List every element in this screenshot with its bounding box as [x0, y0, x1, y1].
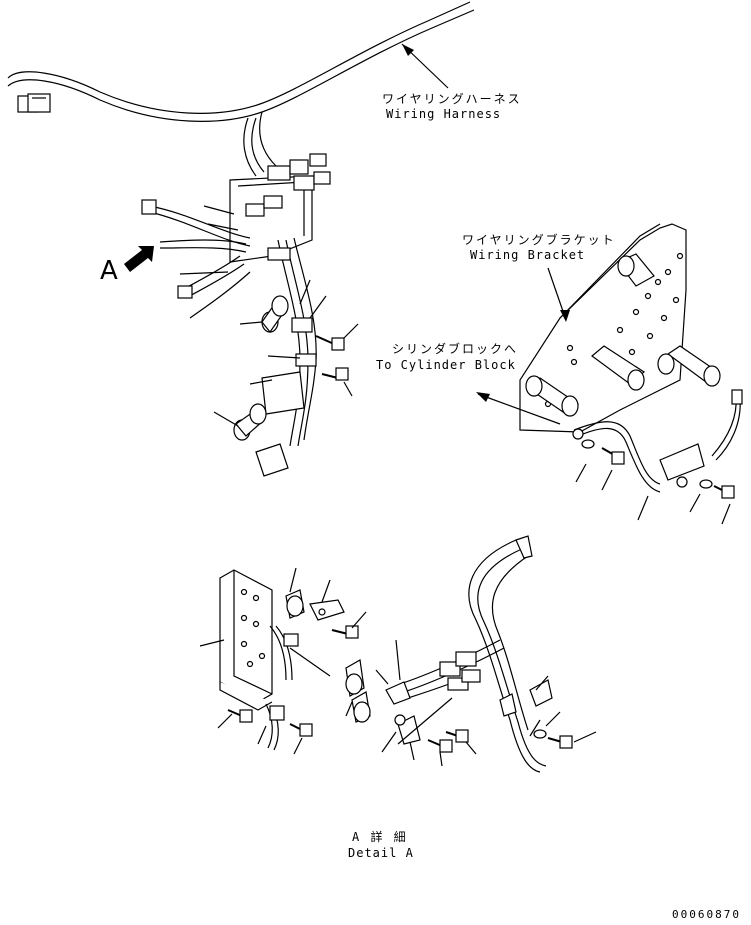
cylinder-label-jp: シリンダブロックへ — [392, 342, 519, 356]
detail-bolt-4 — [427, 739, 453, 753]
detail-bolt-6 — [547, 735, 573, 749]
spacer-upper — [261, 295, 289, 334]
bracket-label-en: Wiring Bracket — [470, 248, 586, 262]
detail-spacer-3 — [351, 691, 371, 723]
left-connector — [17, 93, 51, 113]
drawing-number: 00060870 — [672, 908, 741, 921]
spacer-lower — [233, 403, 267, 441]
wiring-bracket — [519, 223, 743, 525]
stud-top — [617, 253, 655, 287]
detail-spacer-2 — [345, 659, 365, 697]
detail-bolt-1 — [331, 625, 359, 639]
cylinder-label-en: To Cylinder Block — [376, 358, 516, 372]
detail-bolt-5 — [445, 729, 469, 743]
bolt-right-1 — [601, 447, 625, 465]
wiring-harness-main — [7, 1, 475, 177]
harness-label-jp: ワイヤリングハーネス — [382, 92, 522, 106]
harness-assembly — [141, 153, 359, 477]
washer-right — [581, 439, 595, 449]
stud-right — [657, 345, 721, 387]
bolt-right-2 — [713, 485, 735, 499]
stud-mid — [591, 345, 645, 391]
bolt-1 — [315, 335, 345, 351]
detail-bolt-3 — [289, 723, 313, 737]
bolt-2 — [321, 367, 349, 381]
detail-title-en: Detail A — [348, 846, 414, 860]
detail-a-drawing — [199, 535, 597, 773]
detail-title-jp: A 詳 細 — [352, 830, 408, 844]
view-letter-a: A — [100, 256, 118, 286]
detail-spacer-1 — [285, 589, 305, 619]
detail-bolt-2 — [227, 709, 253, 723]
stud-lower — [525, 375, 579, 417]
to-cylinder-arrow — [476, 392, 561, 425]
view-arrow-a — [124, 246, 154, 272]
bracket-label-jp: ワイヤリングブラケット — [462, 233, 616, 247]
harness-label-en: Wiring Harness — [386, 107, 502, 121]
